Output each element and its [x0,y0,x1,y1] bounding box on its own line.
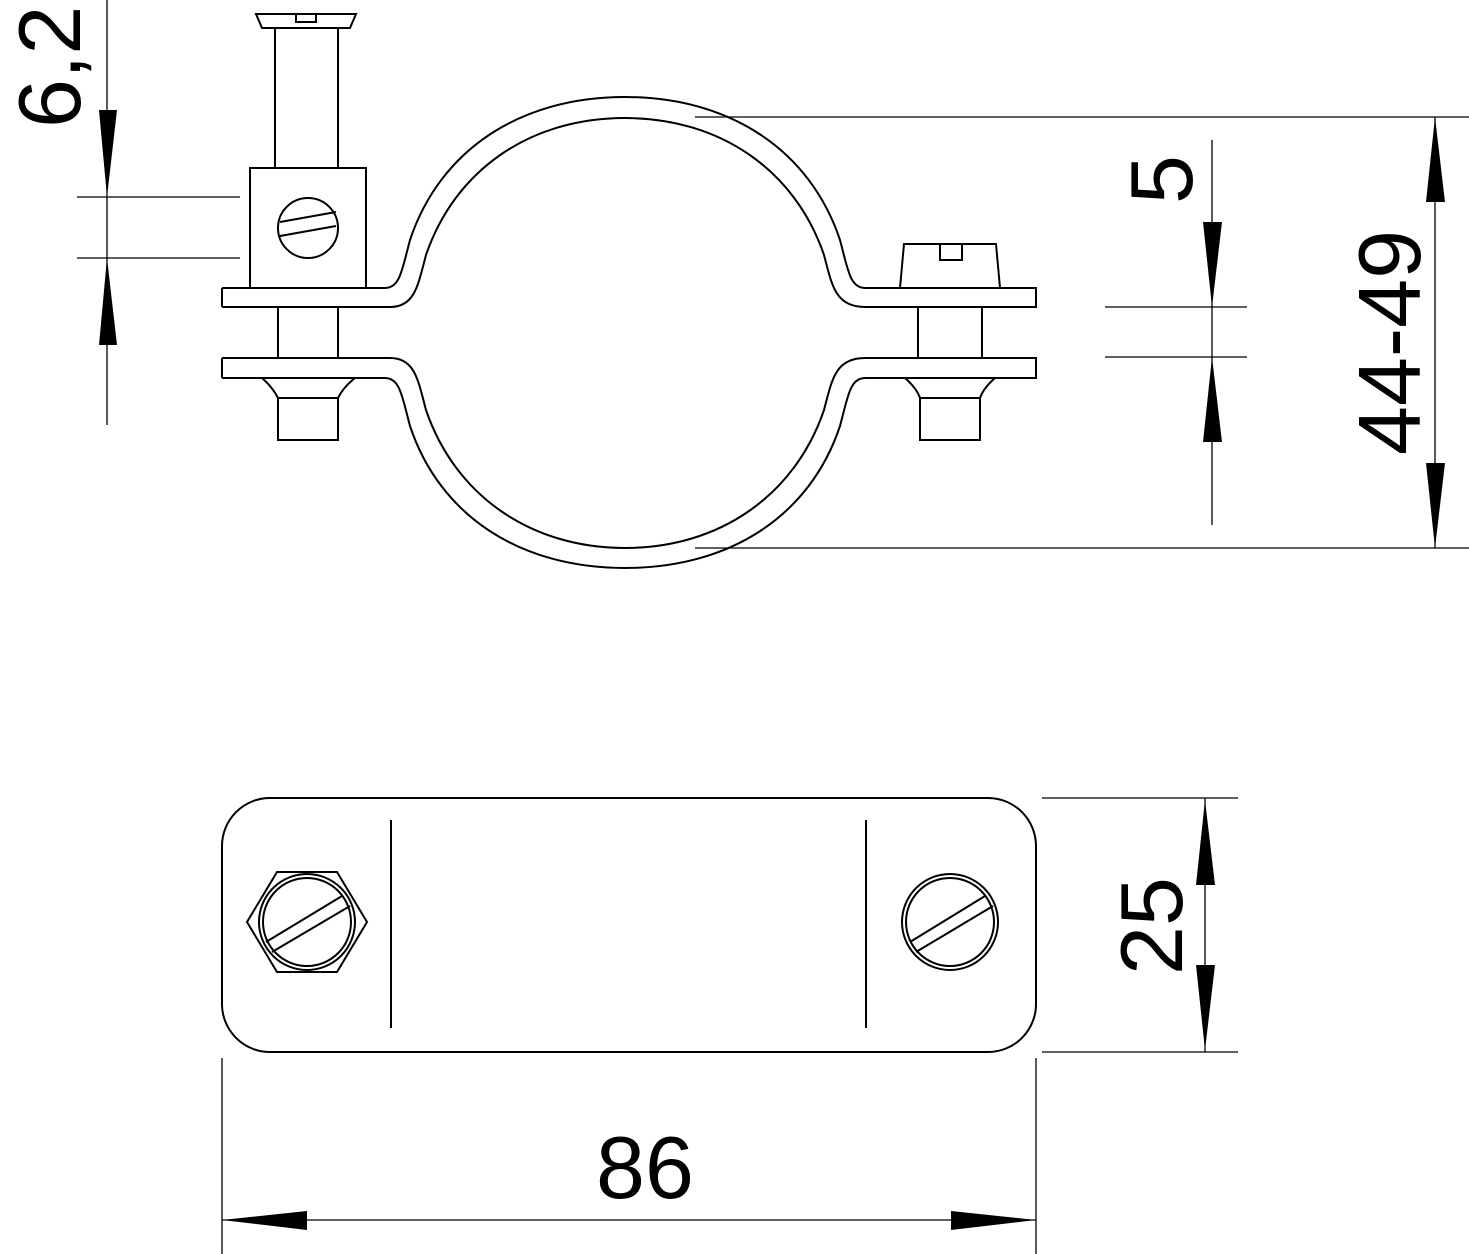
dimension-label: 5 [1112,155,1211,204]
dimension-6-2: 6,2 [0,0,240,425]
dimension-label: 86 [596,1118,694,1217]
hex-nut-icon [245,871,369,973]
dimension-label: 6,2 [0,6,99,128]
band-lower-outer [222,357,1037,570]
dimension-86: 86 [221,1058,1037,1254]
right-screw [899,243,1001,441]
left-screw [249,13,367,441]
band-upper-inner [222,116,866,308]
dimension-5: 5 [1105,140,1247,525]
band-lower-inner [222,357,866,550]
band-upper-outer [222,95,1037,308]
dimension-label: 44-49 [1340,230,1439,455]
dimension-25: 25 [1042,797,1238,1053]
clamp-top-view [221,797,1037,1053]
screw-head-icon [901,873,999,971]
dimension-label: 25 [1102,877,1201,975]
dimension-44-49: 44-49 [695,116,1469,549]
clamp-side-view [221,95,1037,570]
